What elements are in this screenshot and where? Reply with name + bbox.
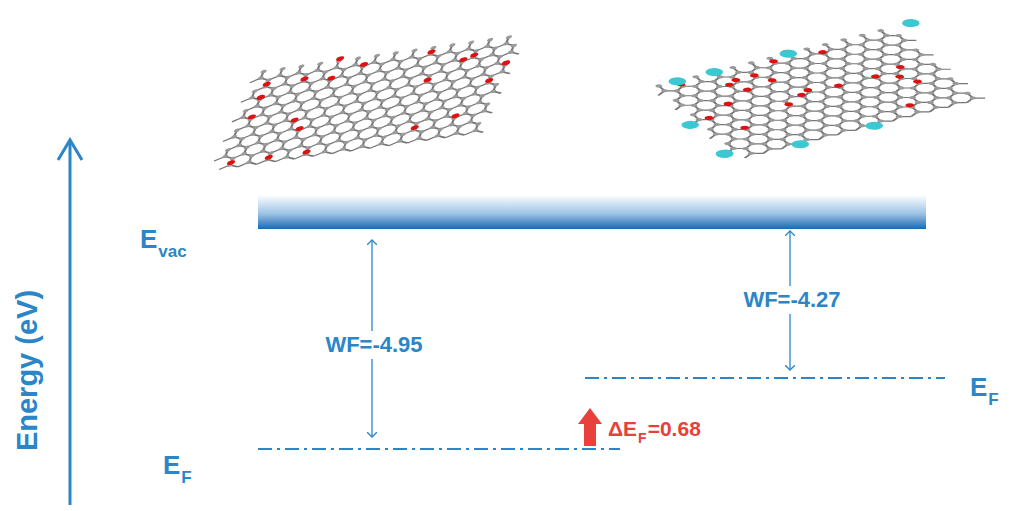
energy-shift: =0.68 [648,418,701,439]
axis-title: Energy (eV) [14,289,43,450]
fermi-level-right [585,377,945,379]
shift-arrow [578,408,602,446]
level-subscript: F [181,469,191,486]
level-symbol: E [970,374,987,400]
level-symbol: E [140,226,157,252]
work-function: WF=-4.95 [323,331,424,359]
graphene-oxide [210,30,530,171]
level-subscript: F [988,391,998,408]
axis-head [58,140,82,160]
level-symbol: E [163,452,180,478]
energy-axis [69,142,72,505]
level-subscript: vac [158,243,186,260]
reduced-graphene [635,18,1008,167]
fermi-level-left [258,448,620,450]
vacuum-band [258,195,926,229]
energy-shift: ΔE [608,418,637,439]
shift-subscript: F [638,431,647,445]
work-function: WF=-4.27 [741,286,842,314]
